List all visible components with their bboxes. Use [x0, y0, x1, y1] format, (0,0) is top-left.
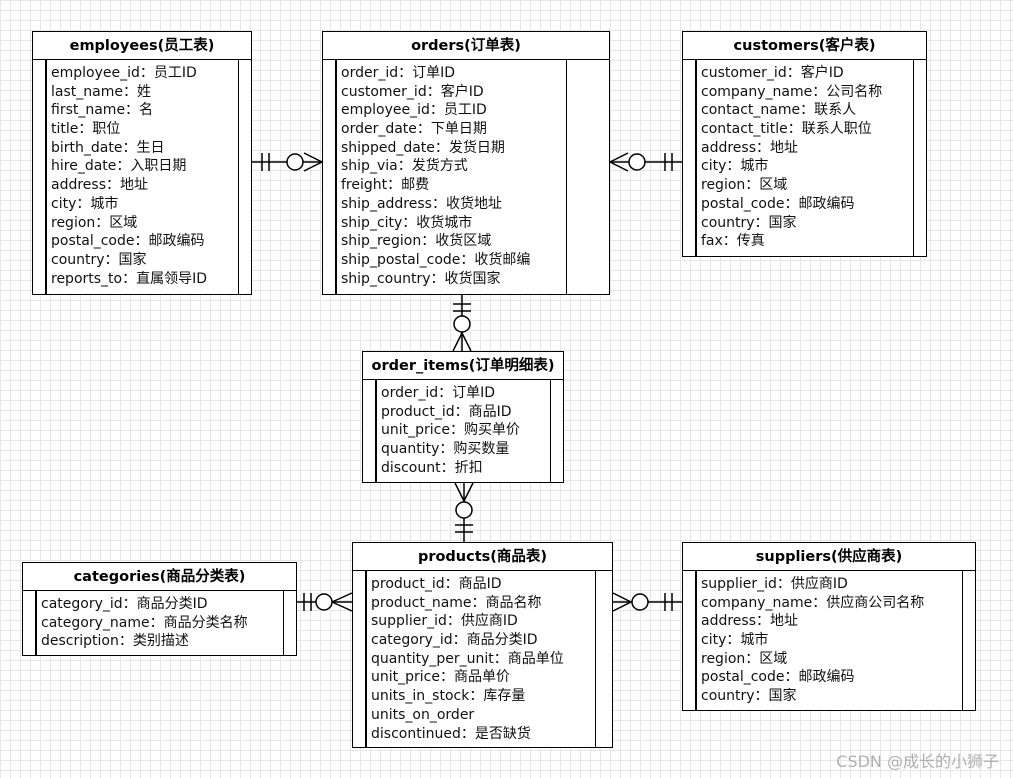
field-row: region：区域: [51, 214, 138, 231]
field-row: postal_code：邮政编码: [701, 669, 855, 686]
field-row: postal_code：邮政编码: [701, 195, 855, 212]
field-row: company_name：公司名称: [701, 83, 883, 100]
field-row: category_id：商品分类ID: [41, 596, 208, 612]
entity-title: orders(订单表): [323, 32, 609, 60]
field-row: quantity_per_unit：商品单位: [371, 650, 564, 667]
field-row: ship_region：收货区域: [341, 233, 492, 250]
field-row: category_name：商品分类名称: [41, 614, 248, 631]
field-row: discontinued：是否缺货: [371, 725, 531, 742]
entity-products[interactable]: products(商品表) product_id：商品ID product_nam…: [352, 542, 613, 748]
field-list: product_id：商品ID product_name：商品名称 supplier…: [371, 575, 596, 743]
field-row: region：区域: [701, 650, 788, 667]
field-row: product_id：商品ID: [371, 576, 502, 592]
field-row: city：城市: [701, 158, 769, 175]
field-row: employee_id：员工ID: [341, 102, 487, 119]
field-row: address：地址: [51, 177, 149, 194]
field-row: ship_country：收货国家: [341, 270, 501, 287]
field-list: order_id：订单ID product_id：商品ID unit_price：购…: [381, 384, 547, 477]
field-row: employee_id：员工ID: [51, 65, 197, 81]
field-row: ship_address：收货地址: [341, 195, 502, 212]
field-row: region：区域: [701, 177, 788, 194]
field-row: address：地址: [701, 613, 799, 630]
field-row: shipped_date：发货日期: [341, 139, 505, 156]
field-row: contact_title：联系人职位: [701, 121, 872, 138]
field-row: reports_to：直属领导ID: [51, 270, 208, 287]
field-row: units_in_stock：库存量: [371, 688, 526, 705]
field-row: country：国家: [701, 688, 797, 705]
entity-orders[interactable]: orders(订单表) order_id：订单ID customer_id：客户I…: [322, 31, 610, 295]
field-list: order_id：订单ID customer_id：客户ID employee_id…: [341, 64, 593, 288]
field-row: customer_id：客户ID: [341, 83, 484, 100]
field-row: postal_code：邮政编码: [51, 233, 205, 250]
field-row: birth_date：生日: [51, 139, 165, 156]
entity-title: categories(商品分类表): [23, 563, 296, 591]
entity-employees[interactable]: employees(员工表) employee_id：员工ID last_name…: [32, 31, 252, 295]
field-row: first_name：名: [51, 102, 154, 119]
field-row: category_id：商品分类ID: [371, 632, 538, 649]
field-row: product_name：商品名称: [371, 594, 542, 611]
relationship-customers-orders: [609, 152, 682, 172]
relationship-categories-products: [297, 592, 353, 612]
field-row: discount：折扣: [381, 459, 483, 476]
field-row: address：地址: [701, 139, 799, 156]
field-row: product_id：商品ID: [381, 403, 512, 420]
entity-title: order_items(订单明细表): [363, 352, 563, 380]
field-row: ship_postal_code：收货邮编: [341, 251, 531, 268]
field-row: supplier_id：供应商ID: [371, 613, 518, 630]
field-row: city：城市: [51, 195, 119, 212]
field-row: unit_price：购买单价: [381, 422, 520, 439]
field-row: city：城市: [701, 632, 769, 649]
field-row: country：国家: [51, 251, 147, 268]
field-row: hire_date：入职日期: [51, 158, 187, 175]
watermark: CSDN @成长的小狮子: [836, 752, 999, 771]
field-row: quantity：购买数量: [381, 441, 510, 458]
field-row: customer_id：客户ID: [701, 65, 844, 81]
field-row: ship_via：发货方式: [341, 158, 468, 175]
entity-customers[interactable]: customers(客户表) customer_id：客户ID company_n…: [682, 31, 927, 257]
field-row: last_name：姓: [51, 83, 151, 100]
field-row: unit_price：商品单价: [371, 669, 510, 686]
field-row: units_on_order: [371, 706, 475, 723]
entity-title: employees(员工表): [33, 32, 251, 60]
entity-order-items[interactable]: order_items(订单明细表) order_id：订单ID product_…: [362, 351, 564, 483]
field-row: description：类别描述: [41, 633, 189, 650]
relationship-orders-order-items: [452, 295, 472, 352]
relationship-employees-orders: [252, 152, 323, 172]
entity-title: products(商品表): [353, 543, 612, 571]
field-row: ship_city：收货城市: [341, 214, 473, 231]
field-row: fax：传真: [701, 233, 765, 250]
field-row: contact_name：联系人: [701, 102, 857, 119]
relationship-suppliers-products: [612, 592, 682, 612]
field-row: title：职位: [51, 121, 121, 138]
field-row: supplier_id：供应商ID: [701, 576, 848, 592]
entity-title: customers(客户表): [683, 32, 926, 60]
field-row: freight：邮费: [341, 177, 430, 194]
field-row: order_date：下单日期: [341, 121, 487, 138]
field-row: order_id：订单ID: [381, 385, 496, 401]
field-row: company_name：供应商公司名称: [701, 594, 925, 611]
entity-title: suppliers(供应商表): [683, 543, 975, 571]
field-row: country：国家: [701, 214, 797, 231]
field-row: order_id：订单ID: [341, 65, 456, 81]
relationship-products-order-items: [454, 482, 474, 542]
